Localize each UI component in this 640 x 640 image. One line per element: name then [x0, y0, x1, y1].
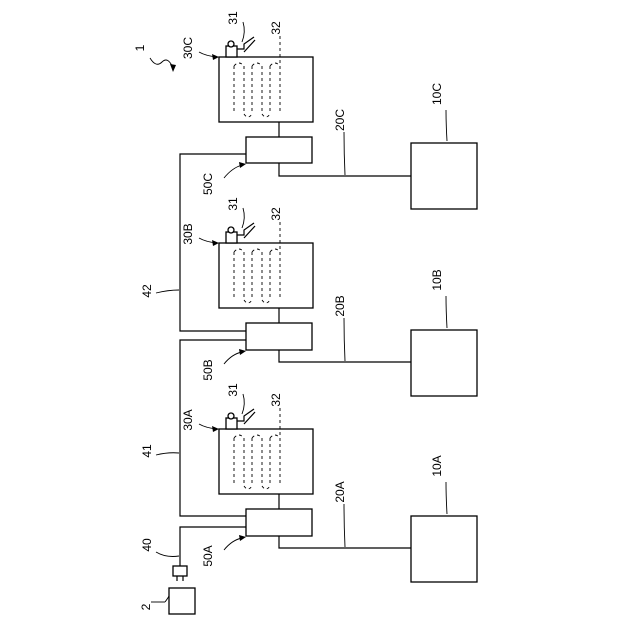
- label-cable-main: 40: [140, 538, 154, 552]
- label-unit-a: 30A: [181, 409, 195, 430]
- unit-30a: [219, 429, 313, 494]
- label-tank-b: 10B: [430, 269, 444, 290]
- label-unit-c: 30C: [181, 37, 195, 59]
- label-cable-ab: 41: [140, 444, 154, 458]
- nozzle-31-b: [226, 223, 255, 243]
- label-nozzle-b: 31: [226, 197, 240, 211]
- unit-b: 10B 20B 50B 32 30B 31: [181, 197, 477, 396]
- label-pipe-c: 20C: [333, 109, 347, 131]
- label-cable-bc: 42: [140, 284, 154, 298]
- label-ctrl-a: 50A: [201, 545, 215, 566]
- label-system: 1: [133, 44, 147, 51]
- label-ctrl-b: 50B: [201, 359, 215, 380]
- controller-50b: [246, 323, 312, 350]
- main-cable-group: 40: [140, 527, 246, 581]
- unit-30b: [219, 243, 313, 308]
- controller-50c: [246, 137, 312, 163]
- power-source-box: [169, 588, 195, 614]
- unit-c: 10C 20C 50C 32 30C 31: [181, 11, 477, 209]
- label-power-source: 2: [139, 603, 153, 610]
- tank-10b: [411, 330, 477, 396]
- system-leader-arrow: [150, 58, 173, 68]
- label-coil-a: 32: [269, 393, 283, 407]
- label-coil-b: 32: [269, 207, 283, 221]
- controller-50a: [246, 509, 312, 536]
- nozzle-31-c: [226, 37, 255, 57]
- label-pipe-a: 20A: [333, 481, 347, 502]
- label-nozzle-c: 31: [226, 11, 240, 25]
- label-tank-a: 10A: [430, 455, 444, 476]
- label-nozzle-a: 31: [226, 383, 240, 397]
- label-coil-c: 32: [269, 21, 283, 35]
- unit-30c: [219, 57, 313, 122]
- power-source-group: 2: [139, 588, 195, 614]
- label-unit-b: 30B: [181, 223, 195, 244]
- tank-10a: [411, 516, 477, 582]
- unit-a: 10A 20A 50A 32 30A 31: [181, 383, 477, 582]
- label-tank-c: 10C: [430, 83, 444, 105]
- label-pipe-b: 20B: [333, 295, 347, 316]
- plug: [173, 566, 187, 576]
- tank-10c: [411, 143, 477, 209]
- nozzle-31-a: [226, 409, 255, 429]
- label-ctrl-c: 50C: [201, 173, 215, 195]
